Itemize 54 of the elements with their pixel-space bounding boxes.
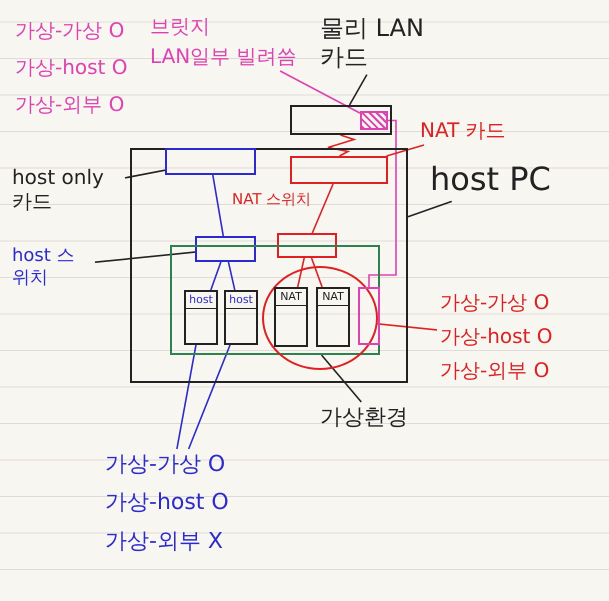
handwritten-label: 가상환경 <box>320 405 430 432</box>
virtual-machine-box <box>274 287 308 347</box>
connector-line <box>378 323 438 331</box>
machine-label: host <box>228 293 254 306</box>
handwritten-label: NAT 카드 <box>420 118 530 142</box>
handwritten-note: 가상-가상 O <box>15 18 124 42</box>
virtual-machine-box <box>316 287 350 347</box>
virtual-machine-box <box>358 287 380 345</box>
machine-label: NAT <box>279 290 303 304</box>
handwritten-label: host only 카드 <box>12 165 122 213</box>
leader-line <box>348 74 368 106</box>
connector-line <box>176 344 197 450</box>
network-card-box <box>290 156 388 184</box>
network-card-box <box>165 148 256 175</box>
handwritten-note: 가상-host O <box>15 55 128 79</box>
host-pc-box <box>130 148 408 383</box>
connector-line <box>312 184 334 234</box>
leader-line <box>94 251 196 264</box>
virtual-machine-box <box>224 290 258 345</box>
leader-line <box>408 200 452 218</box>
switch-box <box>195 236 256 262</box>
virtual-machine-box <box>184 290 218 345</box>
lan-card-box <box>290 105 392 135</box>
connector-line <box>280 70 360 114</box>
handwritten-note: 가상-외부 O <box>440 358 550 382</box>
connector-line <box>296 258 305 288</box>
connector-line <box>368 120 397 287</box>
handwritten-label: host PC <box>430 160 600 198</box>
handwritten-note: 가상-가상 O <box>440 290 550 314</box>
connector-line <box>310 258 323 288</box>
handwritten-note: 가상-외부 O <box>15 92 124 116</box>
machine-label: NAT <box>321 290 345 304</box>
virtual-environment-box <box>170 245 380 355</box>
machine-label: host <box>188 293 214 306</box>
connector-line <box>212 174 224 236</box>
hatched-port-box <box>360 111 388 130</box>
handwritten-note: 가상-host O <box>105 490 229 517</box>
circled-group-outline <box>262 266 378 370</box>
handwritten-note: 가상-가상 O <box>105 452 226 478</box>
leader-line <box>124 169 166 179</box>
connector-line <box>228 262 236 290</box>
connector-line <box>188 344 231 450</box>
handwritten-label: 물리 LAN 카드 <box>320 14 450 72</box>
handwritten-note: LAN일부 빌려씀 <box>150 44 297 68</box>
connector-line <box>327 134 357 157</box>
switch-box <box>277 233 337 258</box>
handwritten-note: 가상-외부 X <box>105 528 224 556</box>
handwritten-label: host 스위치 <box>12 245 92 288</box>
leader-line <box>320 354 362 403</box>
handwritten-note: 가상-host O <box>440 324 552 348</box>
handwritten-note: 브릿지 <box>150 14 210 38</box>
connector-line <box>210 262 222 290</box>
leader-line <box>386 144 424 157</box>
handwritten-note: NAT 스위치 <box>232 190 312 208</box>
